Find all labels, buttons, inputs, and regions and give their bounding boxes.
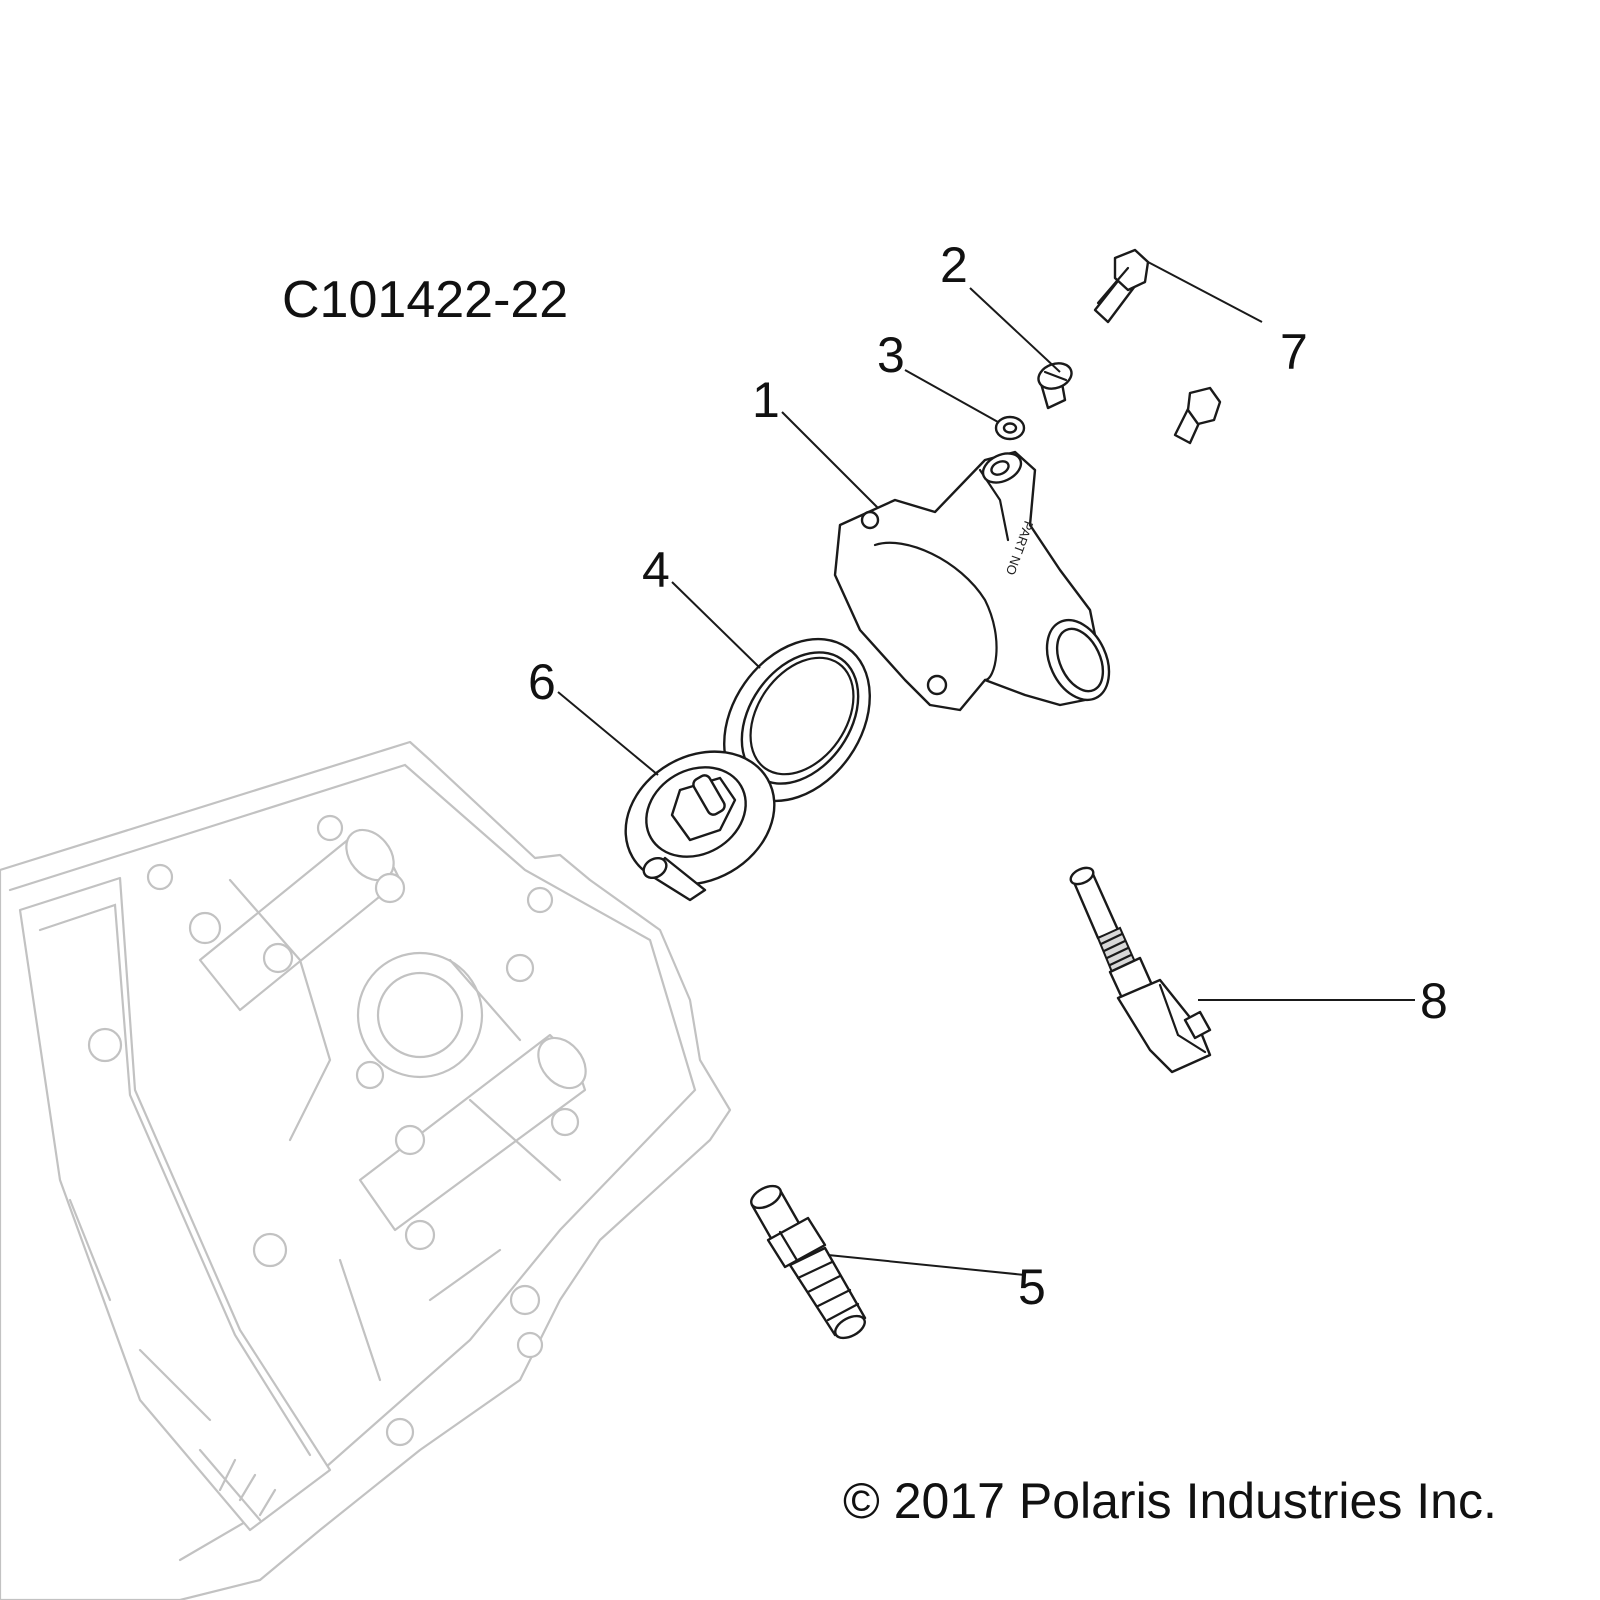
- hose-barb-fitting: [750, 1184, 867, 1340]
- callout-4: 4: [642, 542, 670, 598]
- callout-6: 6: [528, 654, 556, 710]
- housing-bolts: [1093, 248, 1222, 445]
- seal-ring: [723, 637, 871, 803]
- callout-1: 1: [752, 372, 780, 428]
- callout-3: 3: [877, 327, 905, 383]
- thermostat-housing: PART NO: [833, 450, 1111, 712]
- diagram-id-label: C101422-22: [282, 271, 569, 329]
- washer: [994, 415, 1026, 441]
- callout-7: 7: [1280, 324, 1308, 380]
- callout-2: 2: [940, 237, 968, 293]
- copyright-notice: © 2017 Polaris Industries Inc.: [843, 1473, 1497, 1529]
- callout-5: 5: [1018, 1259, 1046, 1315]
- leader-lines: [557, 261, 1415, 1276]
- temperature-sensor: [1069, 866, 1212, 1074]
- bleed-screw: [1037, 362, 1073, 410]
- callout-8: 8: [1420, 973, 1448, 1029]
- cylinder-head-ghost: [0, 740, 732, 1600]
- thermostat: [624, 750, 776, 902]
